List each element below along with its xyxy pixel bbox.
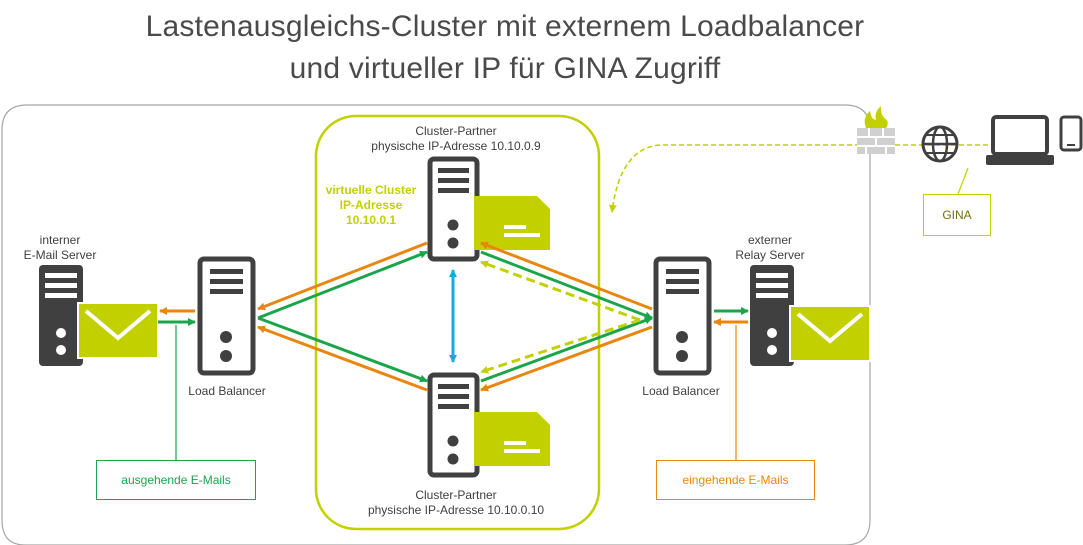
gina-connector — [957, 167, 969, 195]
right-load-balancer-icon — [653, 256, 712, 376]
incoming-mails-box: eingehende E-Mails — [656, 460, 815, 500]
external-server-label: externer Relay Server — [720, 233, 820, 263]
bottom-partner-title: Cluster-Partner — [415, 488, 497, 502]
internal-mail-server-icon — [39, 265, 83, 366]
arrow-bottom-to-rightlb-green — [480, 316, 653, 383]
arrow-rightlb-to-bottom-orange — [480, 325, 653, 392]
network-boundary — [1, 104, 871, 545]
external-server-line1: externer — [747, 233, 793, 247]
diagram-title-line2: und virtueller IP für GINA Zugriff — [289, 52, 721, 85]
cluster-boundary — [314, 114, 601, 531]
gina-dashed-to-top — [480, 260, 641, 322]
internal-server-line2: E-Mail Server — [23, 248, 97, 262]
internal-server-label: interner E-Mail Server — [10, 233, 110, 263]
gina-dashed-to-bottom — [480, 318, 641, 374]
external-envelope-icon — [789, 305, 871, 362]
top-partner-label: Cluster-Partner physische IP-Adresse 10.… — [346, 124, 566, 154]
external-relay-server-icon — [750, 265, 794, 366]
bottom-document-icon — [474, 412, 550, 466]
virtual-ip-label: virtuelle Cluster IP-Adresse 10.10.0.1 — [316, 183, 426, 228]
top-partner-title: Cluster-Partner — [415, 124, 497, 138]
arrow-bottom-to-leftlb-orange — [257, 325, 428, 392]
virtual-ip-line1: virtuelle Cluster — [325, 183, 417, 197]
external-server-line2: Relay Server — [735, 248, 805, 262]
arrow-rightlb-to-top-orange — [480, 241, 653, 311]
gina-dashed-incoming — [608, 144, 988, 213]
left-load-balancer-icon — [197, 256, 256, 376]
bottom-partner-label: Cluster-Partner physische IP-Adresse 10.… — [346, 488, 566, 518]
internal-envelope-icon — [77, 302, 159, 359]
top-document-icon — [474, 196, 550, 250]
globe-icon — [921, 125, 959, 163]
right-lb-label: Load Balancer — [642, 384, 720, 398]
virtual-ip-address: 10.10.0.1 — [345, 213, 397, 227]
outgoing-mails-box: ausgehende E-Mails — [96, 460, 256, 500]
diagram-title-line1: Lastenausgleichs-Cluster mit externem Lo… — [145, 10, 865, 43]
top-cluster-partner-server-icon — [427, 156, 480, 262]
firewall-icon — [857, 106, 895, 154]
internal-server-line1: interner — [39, 233, 81, 247]
arrow-leftlb-to-bottom-green — [257, 316, 428, 383]
bottom-partner-ip: physische IP-Adresse 10.10.0.10 — [367, 503, 545, 517]
arrow-top-to-leftlb-orange — [257, 241, 428, 311]
virtual-ip-line2: IP-Adresse — [339, 198, 403, 212]
left-lb-label: Load Balancer — [188, 384, 266, 398]
laptop-icon — [986, 115, 1054, 165]
bottom-cluster-partner-server-icon — [427, 372, 480, 478]
phone-icon — [1059, 115, 1083, 152]
arrow-top-to-rightlb-green — [480, 250, 653, 320]
arrow-leftlb-to-top-green — [257, 250, 428, 320]
top-partner-ip: physische IP-Adresse 10.10.0.9 — [371, 139, 541, 153]
gina-box: GINA — [923, 194, 991, 236]
